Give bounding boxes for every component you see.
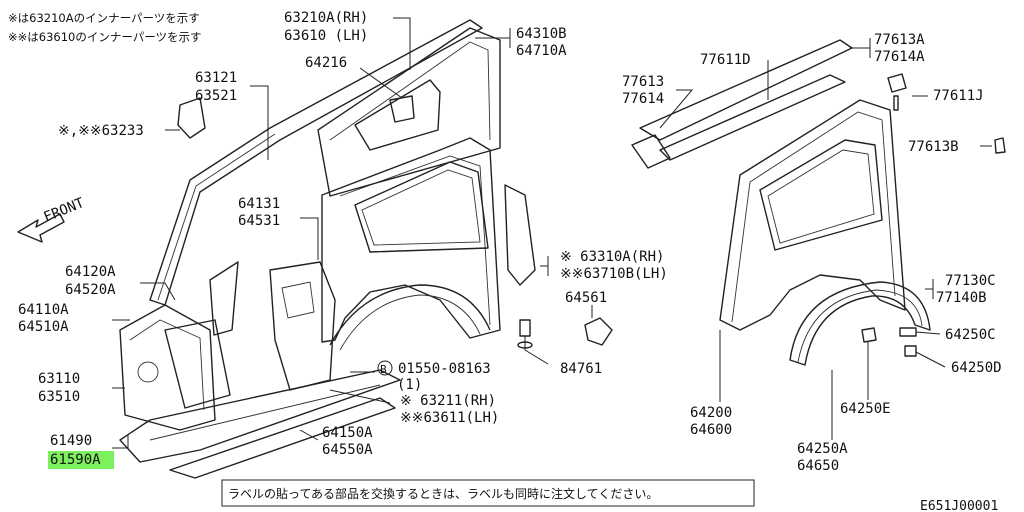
front-arrow-icon bbox=[17, 213, 65, 243]
label-77611J: 77611J bbox=[933, 88, 984, 104]
label-63110: 63110 bbox=[38, 371, 80, 387]
label-63611: ※※63611(LH) bbox=[400, 410, 499, 426]
label-63233: ※,※※63233 bbox=[58, 123, 144, 139]
label-64110A: 64110A bbox=[18, 302, 69, 318]
label-63121: 63121 bbox=[195, 70, 237, 86]
label-64510A: 64510A bbox=[18, 319, 69, 335]
label-63510: 63510 bbox=[38, 389, 80, 405]
label-63610: 63610 (LH) bbox=[284, 28, 368, 44]
label-63210A: 63210A(RH) bbox=[284, 10, 368, 26]
label-77614: 77614 bbox=[622, 91, 664, 107]
label-64120A: 64120A bbox=[65, 264, 116, 280]
footer-note-box bbox=[221, 479, 755, 507]
label-64710A: 64710A bbox=[516, 43, 567, 59]
part-labels: 63210A(RH) 63610 (LH) 64310B 64710A 6421… bbox=[18, 10, 1002, 474]
label-64250A: 64250A bbox=[797, 441, 848, 457]
note-line-2: ※※は63610のインナーパーツを示す bbox=[8, 30, 202, 44]
label-64310B: 64310B bbox=[516, 26, 567, 42]
label-64520A: 64520A bbox=[65, 282, 116, 298]
right-side-panel-assembly bbox=[631, 39, 1006, 366]
footer-note: ラベルの貼ってある部品を交換するときは、ラベルも同時に注文してください。 bbox=[228, 486, 658, 501]
label-77613B: 77613B bbox=[908, 139, 959, 155]
label-64550A: 64550A bbox=[322, 442, 373, 458]
label-61590A: 61590A bbox=[50, 452, 101, 468]
note-line-1: ※は63210Aのインナーパーツを示す bbox=[8, 11, 200, 25]
label-61490: 61490 bbox=[50, 433, 92, 449]
label-64650: 64650 bbox=[797, 458, 839, 474]
label-01550-qty: (1) bbox=[397, 377, 422, 393]
left-side-panel-assembly bbox=[119, 19, 613, 479]
label-84761: 84761 bbox=[560, 361, 602, 377]
label-64531: 64531 bbox=[238, 213, 280, 229]
label-77611D: 77611D bbox=[700, 52, 751, 68]
label-64216: 64216 bbox=[305, 55, 347, 71]
label-64150A: 64150A bbox=[322, 425, 373, 441]
label-64561: 64561 bbox=[565, 290, 607, 306]
label-77613A: 77613A bbox=[874, 32, 925, 48]
label-64131: 64131 bbox=[238, 196, 280, 212]
diagram-code: E651J00001 bbox=[920, 499, 998, 512]
label-63310A: ※ 63310A(RH) bbox=[560, 249, 664, 265]
label-77614A: 77614A bbox=[874, 49, 925, 65]
label-77130C: 77130C bbox=[945, 273, 996, 289]
label-64250C: 64250C bbox=[945, 327, 996, 343]
leader-lines bbox=[112, 17, 992, 449]
label-77140B: 77140B bbox=[936, 290, 987, 306]
label-63211: ※ 63211(RH) bbox=[400, 393, 496, 409]
label-64250D: 64250D bbox=[951, 360, 1002, 376]
label-01550-08163: 01550-08163 bbox=[398, 361, 491, 377]
bolt-symbol: B bbox=[380, 363, 387, 376]
label-64250E: 64250E bbox=[840, 401, 891, 417]
highlight-61590A bbox=[48, 451, 114, 469]
label-63710B: ※※63710B(LH) bbox=[560, 266, 668, 282]
label-64200: 64200 bbox=[690, 405, 732, 421]
label-63521: 63521 bbox=[195, 88, 237, 104]
bolt-symbol-circle bbox=[377, 360, 393, 376]
label-77613: 77613 bbox=[622, 74, 664, 90]
label-64600: 64600 bbox=[690, 422, 732, 438]
